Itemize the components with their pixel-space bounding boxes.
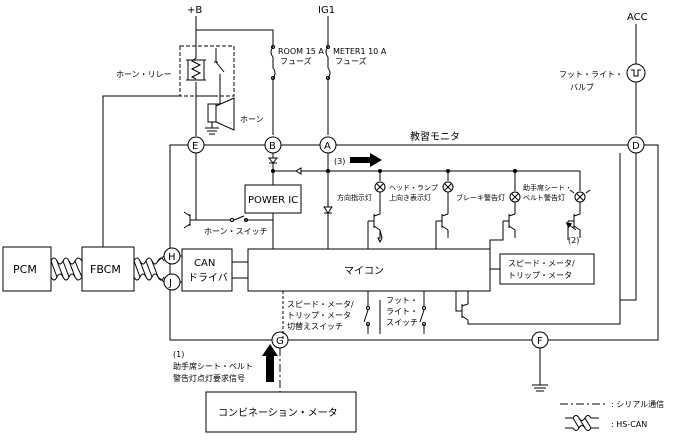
svg-text:D: D — [632, 141, 640, 152]
svg-text:J: J — [168, 278, 172, 289]
speed-switch-label-1: スピード・メータ/ — [287, 300, 354, 309]
acc-return — [620, 153, 637, 301]
speed-trip-meter-label-1: スピード・メータ/ — [508, 259, 575, 268]
fbcm-box — [81, 246, 135, 292]
power-ic-box — [244, 184, 302, 214]
terminal-h: H — [163, 247, 181, 265]
brake-warning-lamp-icon — [503, 171, 521, 238]
svg-text:H: H — [168, 252, 176, 263]
brake-warning-label: ブレーキ警告灯 — [456, 193, 505, 202]
headlamp-label-2: 上向き表示灯 — [389, 193, 431, 202]
microcomputer-box — [247, 248, 491, 292]
horn-switch-wire — [195, 153, 273, 221]
svg-text:F: F — [537, 336, 543, 347]
terminal-b: B — [264, 136, 282, 154]
callout-2: (2) — [568, 236, 579, 245]
callout-2-arrow — [565, 222, 577, 231]
horn-transistor-icon — [183, 211, 196, 229]
turn-indicator-lamp-icon — [368, 171, 386, 244]
b-plus-label: +B — [187, 5, 202, 16]
can-driver-label-2: ドライバ — [188, 272, 228, 284]
horn-switch-label: ホーン・スイッチ — [204, 227, 268, 236]
terminal-f: F — [531, 331, 549, 349]
terminal-g: G — [271, 331, 289, 349]
fbcm-label: FBCM — [90, 263, 121, 276]
ig1-label: IG1 — [318, 5, 335, 16]
svg-text:G: G — [276, 336, 284, 347]
hscan-twisted-pair-1 — [50, 257, 83, 281]
foot-switch-label-1: フット・ — [386, 296, 418, 305]
horn-relay-label: ホーン・リレー — [116, 70, 172, 79]
foot-light-bulb-icon — [626, 63, 646, 83]
combination-meter-box — [205, 391, 357, 433]
terminal-e: E — [187, 136, 205, 154]
foot-light-transistor-icon — [455, 153, 621, 325]
callout-3: (3) — [334, 157, 345, 166]
request-signal-label-1: 助手席シート・ベルト — [173, 361, 253, 371]
foot-light-switch-icon — [379, 291, 426, 334]
b-plus-rail — [195, 16, 274, 47]
horn-relay-contact-icon — [214, 48, 225, 96]
terminal-a: A — [319, 136, 337, 154]
pcm-label: PCM — [13, 263, 37, 276]
speed-meter-switch-icon — [282, 291, 370, 340]
legend-serial-label: : シリアル通信 — [611, 399, 664, 409]
speed-switch-label-3: 切替えスイッチ — [287, 321, 343, 331]
callout-1-arrow — [262, 344, 278, 382]
terminal-d: D — [627, 136, 645, 154]
turn-indicator-label: 方向指示灯 — [337, 193, 372, 202]
combination-meter-label: コンビネーション・メータ — [218, 407, 338, 419]
speed-trip-meter-label-2: トリップ・メータ — [508, 271, 572, 280]
foot-switch-label-2: ライト・ — [386, 307, 418, 316]
relay-internal-wire — [196, 95, 221, 105]
b-diode-icon — [267, 153, 279, 185]
pcm-box — [2, 246, 52, 292]
microcomputer-label: マイコン — [344, 266, 384, 277]
headlamp-indicator-lamp-icon — [436, 171, 454, 238]
meter-fuse — [325, 16, 331, 135]
can-driver-box — [181, 248, 233, 292]
request-signal-label-2: 警告灯点灯要求信号 — [173, 373, 245, 383]
svg-text:A: A — [324, 141, 331, 152]
power-ic-label: POWER IC — [248, 195, 298, 206]
a-wire — [323, 153, 333, 249]
legend-hscan-icon — [565, 415, 599, 431]
lamp-supply-bus — [273, 167, 580, 175]
speed-switch-label-2: トリップ・メータ — [287, 311, 351, 320]
legend-hscan-label: : HS-CAN — [611, 420, 647, 429]
can-to-mycon — [180, 255, 248, 283]
headlamp-label-1: ヘッド・ランプ — [389, 184, 438, 192]
horn-icon — [205, 97, 235, 135]
meter-fuse-label: METER1 10 A — [333, 47, 387, 56]
foot-light-bulb-label-1: フット・ライト・ — [559, 70, 623, 79]
foot-switch-label-3: スイッチ — [386, 318, 418, 327]
lamp-base-lines — [367, 221, 569, 249]
foot-light-bulb-label-2: バルブ — [570, 82, 594, 92]
hscan-twisted-pair-2 — [133, 255, 165, 283]
room-fuse-word: フューズ — [280, 56, 312, 66]
room-fuse-label: ROOM 15 A — [278, 47, 324, 56]
horn-relay-box — [179, 45, 235, 97]
meter-fuse-word: フューズ — [335, 56, 367, 66]
seatbelt-warning-label-1: 助手席シート・ — [523, 183, 572, 192]
svg-text:E: E — [192, 141, 198, 152]
ground-f-icon — [532, 348, 548, 392]
teaching-monitor-frame — [169, 144, 659, 341]
callout-3-arrow — [350, 153, 382, 167]
can-driver-label-1: CAN — [194, 258, 215, 269]
callout-1: (1) — [173, 350, 184, 359]
room-fuse — [270, 45, 276, 135]
acc-label: ACC — [627, 12, 648, 23]
terminal-j: J — [163, 273, 181, 291]
horn-label: ホーン — [240, 115, 264, 124]
svg-text:B: B — [269, 141, 276, 152]
teaching-monitor-label: 教習モニタ — [410, 130, 460, 143]
horn-relay-supply — [102, 95, 180, 254]
horn-relay-coil-icon — [186, 46, 206, 96]
seatbelt-warning-label-2: ベルト警告灯 — [523, 193, 565, 202]
seatbelt-warning-lamp-icon — [568, 171, 591, 238]
